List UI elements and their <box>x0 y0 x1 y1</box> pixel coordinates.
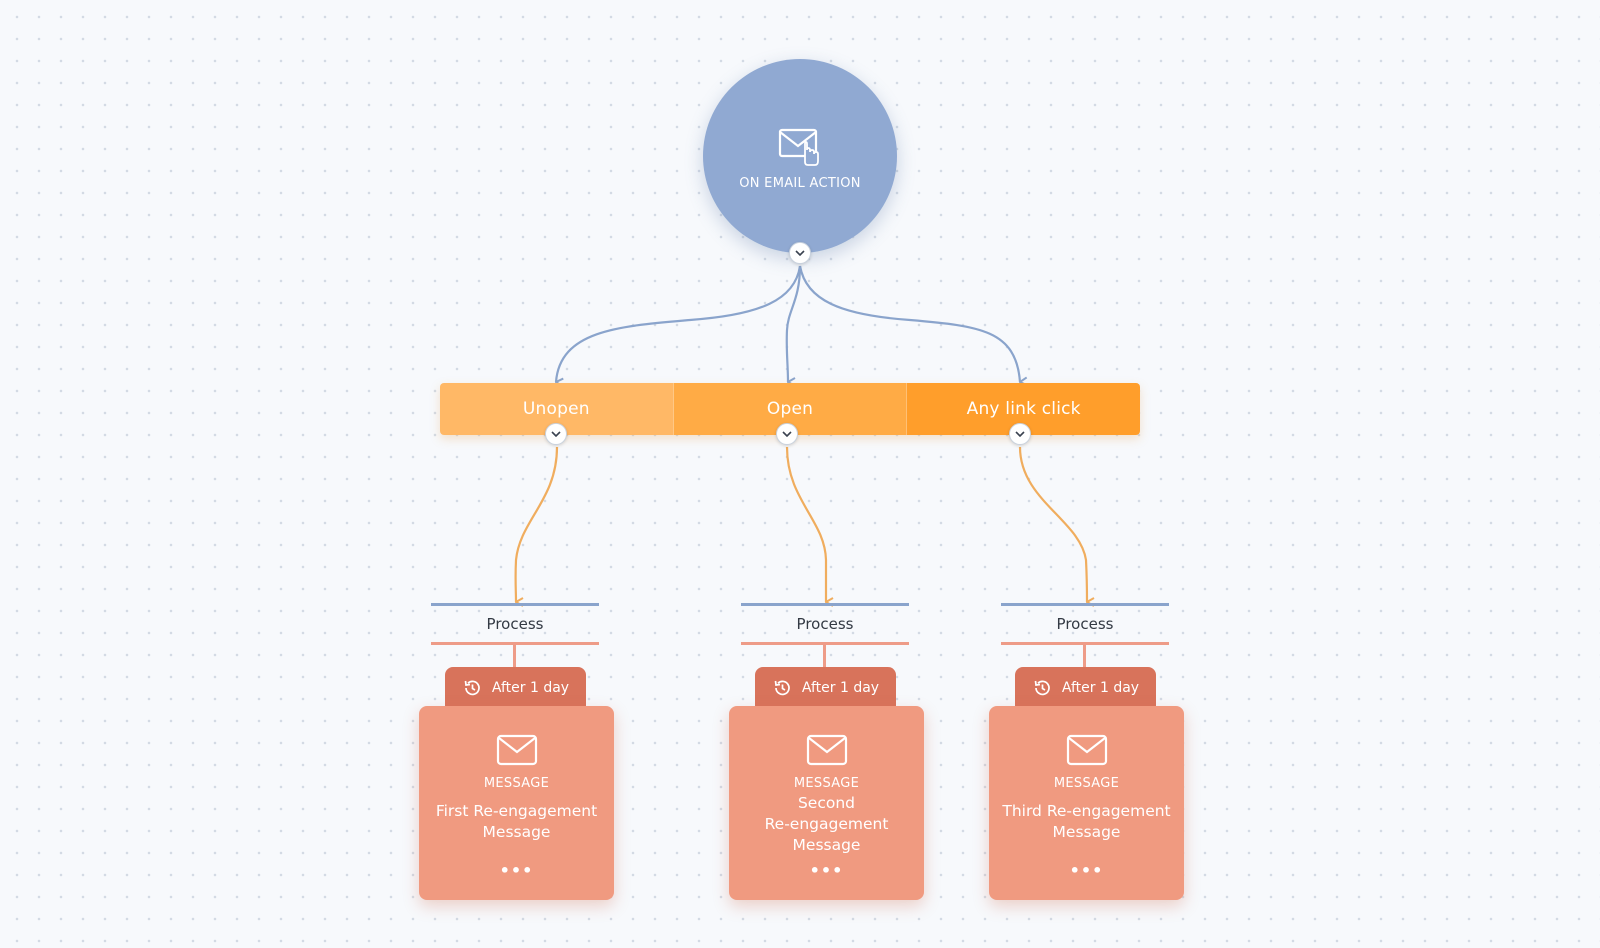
delay-label: After 1 day <box>801 680 880 696</box>
card-type: MESSAGE <box>483 776 550 791</box>
trigger-collapse-toggle[interactable] <box>789 242 811 264</box>
process-label: Process <box>486 615 544 633</box>
condition-label: Any link click <box>966 399 1081 419</box>
more-options-button[interactable]: ••• <box>809 861 844 880</box>
message-card-third[interactable]: MESSAGE Third Re-engagement Message ••• <box>989 706 1184 900</box>
card-type: MESSAGE <box>793 776 860 791</box>
trigger-label: ON EMAIL ACTION <box>739 175 861 191</box>
history-clock-icon <box>464 680 480 696</box>
more-options-button[interactable]: ••• <box>499 861 534 880</box>
process-label: Process <box>796 615 854 633</box>
process-label: Process <box>1056 615 1114 633</box>
message-card-second[interactable]: MESSAGE Second Re-engagement Message ••• <box>729 706 924 900</box>
delay-badge[interactable]: After 1 day <box>1015 667 1156 709</box>
process-node[interactable]: Process <box>431 603 599 645</box>
process-stem <box>513 642 516 668</box>
card-title: Third Re-engagement Message <box>1002 802 1171 841</box>
history-clock-icon <box>1034 680 1050 696</box>
card-type: MESSAGE <box>1053 776 1120 791</box>
history-clock-icon <box>774 680 790 696</box>
open-collapse-toggle[interactable] <box>776 423 798 445</box>
process-node[interactable]: Process <box>1001 603 1169 645</box>
chevron-down-icon <box>782 431 792 437</box>
card-title: Second Re-engagement Message <box>764 794 889 854</box>
delay-label: After 1 day <box>1061 680 1140 696</box>
condition-label: Unopen <box>522 399 590 419</box>
chevron-down-icon <box>1015 431 1025 437</box>
trigger-node[interactable]: ON EMAIL ACTION <box>703 59 897 253</box>
envelope-icon <box>496 734 537 766</box>
unopen-collapse-toggle[interactable] <box>545 423 567 445</box>
more-options-button[interactable]: ••• <box>1069 861 1104 880</box>
connector-trigger-open <box>785 265 802 382</box>
condition-label: Open <box>766 399 814 419</box>
connector-trigger-unopen <box>556 265 802 382</box>
envelope-icon <box>806 734 847 766</box>
delay-badge[interactable]: After 1 day <box>755 667 896 709</box>
delay-label: After 1 day <box>491 680 570 696</box>
envelope-icon <box>1066 734 1107 766</box>
chevron-down-icon <box>795 250 805 256</box>
process-node[interactable]: Process <box>741 603 909 645</box>
connector-any-link-process <box>1018 446 1087 602</box>
connector-trigger-any-link <box>798 265 1020 382</box>
delay-badge[interactable]: After 1 day <box>445 667 586 709</box>
connector-unopen-process <box>514 446 559 602</box>
email-cursor-icon <box>778 128 819 166</box>
chevron-down-icon <box>551 431 561 437</box>
process-stem <box>1083 642 1086 668</box>
card-title: First Re-engagement Message <box>435 802 598 841</box>
any-link-click-collapse-toggle[interactable] <box>1009 423 1031 445</box>
connector-open-process <box>785 446 826 602</box>
process-stem <box>823 642 826 668</box>
message-card-first[interactable]: MESSAGE First Re-engagement Message ••• <box>419 706 614 900</box>
